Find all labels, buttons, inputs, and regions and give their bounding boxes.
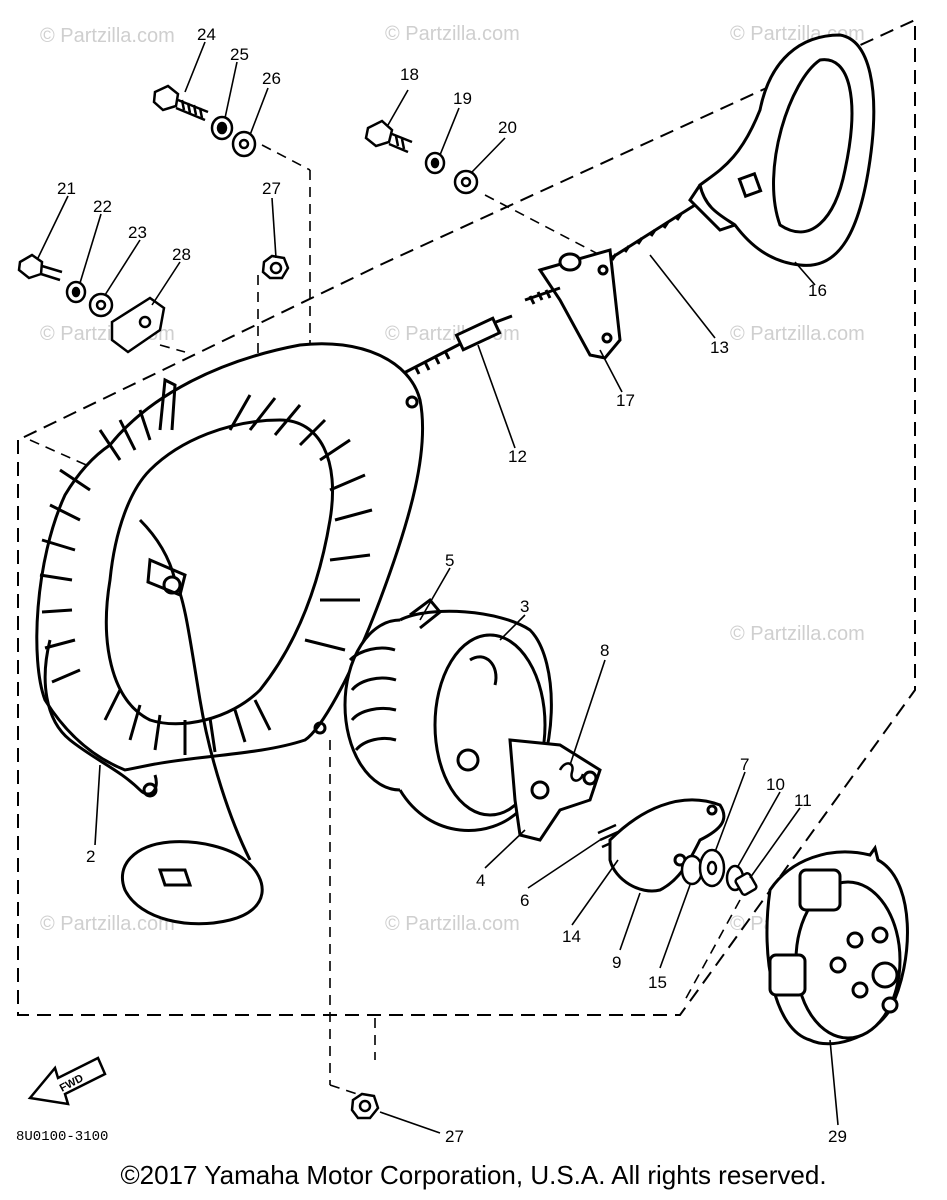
watermark: © Partzilla.com [730,323,865,345]
cable-12 [399,314,513,381]
part-label: 4 [476,871,485,890]
starter-pulley-29 [765,844,909,1046]
nut-27-bottom [350,1092,380,1120]
washer-20 [453,169,479,195]
plate-28 [110,296,166,354]
watermark: © Partzilla.com [385,913,520,935]
part-label: 24 [197,25,216,44]
part-label: 16 [808,281,827,300]
copyright-notice: ©2017 Yamaha Motor Corporation, U.S.A. A… [120,1160,827,1190]
watermark: © Partzilla.com [385,23,520,45]
watermark: © Partzilla.com [730,623,865,645]
part-label: 13 [710,338,729,357]
part-label: 19 [453,89,472,108]
bolt-21 [17,253,63,282]
washer-23 [88,292,114,318]
bolt-18 [364,119,413,154]
part-labels: 24 25 26 18 19 20 21 22 23 28 27 16 13 1… [57,25,847,1146]
part-label: 21 [57,179,76,198]
part-label: 14 [562,927,581,946]
diagram-code: 8U0100-3100 [16,1129,108,1145]
fwd-arrow-icon: FWD [27,1056,107,1106]
bolt-24 [152,84,209,122]
washer-19 [424,151,446,175]
part-label: 12 [508,447,527,466]
pawl-4 [508,738,602,842]
starter-rope-13 [599,203,696,267]
part-label: 8 [600,641,609,660]
pin-17 [524,286,561,305]
watermark: © Partzilla.com [40,913,175,935]
part-label: 22 [93,197,112,216]
washer-7 [698,848,726,888]
part-label: 15 [648,973,667,992]
part-label: 5 [445,551,454,570]
part-label: 2 [86,847,95,866]
part-label: 25 [230,45,249,64]
part-label: 6 [520,891,529,910]
washer-25 [210,115,234,141]
spiral-spring-5 [409,597,443,630]
part-label: 28 [172,245,191,264]
part-label: 18 [400,65,419,84]
rope-guide-bracket-17 [537,248,622,360]
part-label: 9 [612,953,621,972]
bolt-11 [734,872,758,896]
fan-housing-2 [35,342,425,926]
part-label: 11 [794,791,812,810]
watermark: © Partzilla.com [40,25,175,47]
part-label: 17 [616,391,635,410]
part-label: 10 [766,775,785,794]
spring-8 [558,762,585,782]
part-label: 7 [740,755,749,774]
part-label: 27 [445,1127,464,1146]
part-label: 27 [262,179,281,198]
part-label: 26 [262,69,281,88]
washer-22 [65,280,87,304]
part-label: 3 [520,597,529,616]
assembly-boundary [17,18,916,1016]
part-label: 23 [128,223,147,242]
washer-26 [231,130,257,158]
nut-27-top [261,254,290,280]
label-leaders [37,41,839,1134]
starter-handle-16 [688,33,876,267]
part-label: 29 [828,1127,847,1146]
part-label: 20 [498,118,517,137]
